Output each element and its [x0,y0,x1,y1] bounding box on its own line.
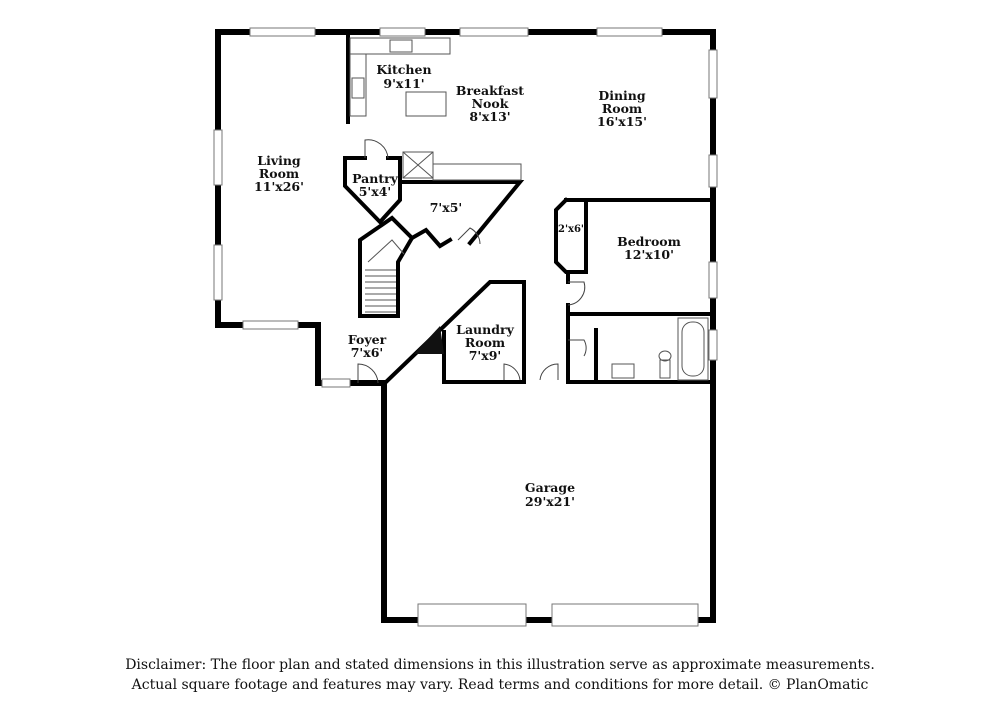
kitchen-name: Kitchen [376,62,431,77]
living-room-name-1: Living [257,153,301,168]
breakfast-nook-name-1: Breakfast [456,83,524,98]
room-labels: Kitchen 9'x11' Breakfast Nook 8'x13' Din… [254,62,681,509]
interior-walls [343,34,715,385]
laundry-room-name-2: Room [465,335,505,350]
breakfast-nook-name-2: Nook [472,96,509,111]
bedroom-size: 12'x10' [624,247,674,262]
door-swings [357,139,587,384]
closet-hall-size: 7'x5' [430,200,463,215]
bedroom-name: Bedroom [617,234,681,249]
disclaimer-line-2: Actual square footage and features may v… [131,677,869,693]
dining-room-name-1: Dining [598,88,646,103]
breakfast-nook-size: 8'x13' [469,109,510,124]
living-room-name-2: Room [259,166,299,181]
living-room-size: 11'x26' [254,179,304,194]
garage-doors [417,603,699,627]
dining-room-size: 16'x15' [597,114,647,129]
pantry-size: 5'x4' [359,184,392,199]
kitchen-fixtures [349,37,522,181]
stair-landing [414,326,444,354]
disclaimer-line-1: Disclaimer: The floor plan and stated di… [125,657,875,673]
garage-name: Garage [525,480,575,495]
pantry-name: Pantry [352,171,399,186]
laundry-room-size: 7'x9' [469,348,502,363]
bathroom-fixtures [611,317,709,381]
garage-size: 29'x21' [525,494,575,509]
windows [213,27,718,388]
foyer-size: 7'x6' [351,345,384,360]
stairs [365,239,405,313]
bedroom-closet-size: 2'x6' [558,224,584,235]
laundry-room-name-1: Laundry [456,322,514,337]
dining-room-name-2: Room [602,101,642,116]
foyer-name: Foyer [348,332,387,347]
kitchen-size: 9'x11' [383,76,424,91]
